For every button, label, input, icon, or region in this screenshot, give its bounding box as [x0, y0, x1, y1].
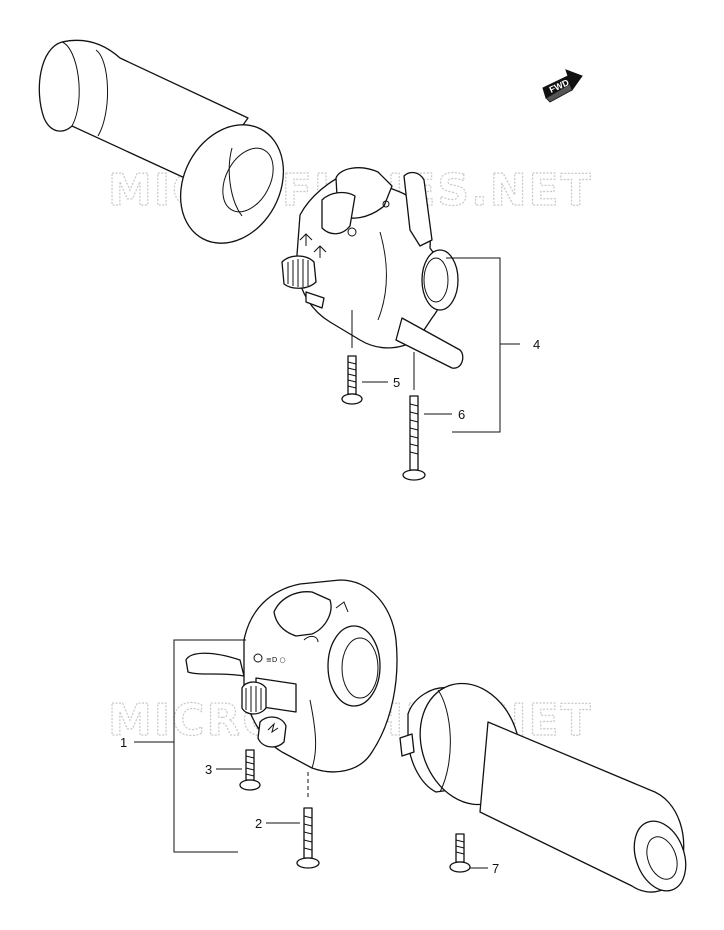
screw-part-2 [296, 772, 320, 869]
callout-4: 4 [533, 337, 540, 352]
left-switch-housing [281, 167, 464, 369]
screw-part-5 [341, 310, 363, 405]
screw-part-6 [402, 352, 426, 481]
screw-part-7 [449, 833, 471, 873]
right-handlebar-grip [399, 682, 687, 893]
callout-6: 6 [458, 407, 465, 422]
indicator-mark: ≡D ○ [266, 656, 286, 664]
left-handlebar-grip [38, 39, 285, 244]
callout-1: 1 [120, 735, 127, 750]
right-switch-housing: ≡D ○ [185, 579, 398, 773]
callout-2: 2 [255, 816, 262, 831]
callout-5: 5 [393, 375, 400, 390]
fwd-arrow-icon: FWD [542, 69, 583, 103]
callout-3: 3 [205, 762, 212, 777]
callout-7: 7 [492, 861, 499, 876]
screw-part-3 [239, 749, 261, 791]
